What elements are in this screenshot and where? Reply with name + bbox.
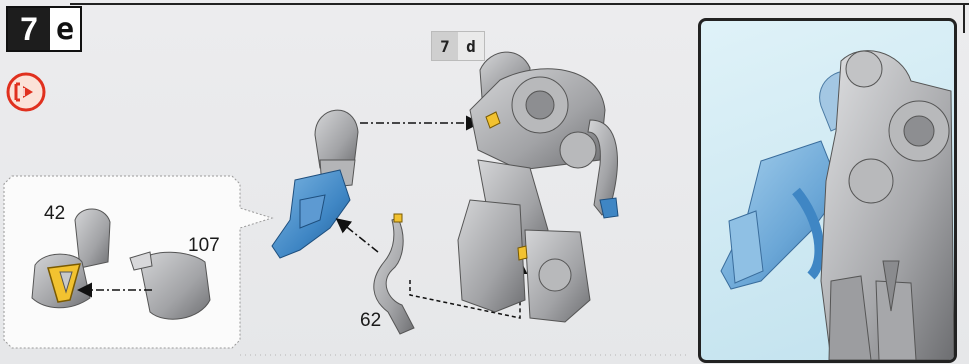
part-label-62: 62 xyxy=(360,310,381,332)
assembly-arrow-hose-to-arm xyxy=(338,220,378,252)
result-illustration xyxy=(701,21,954,360)
arm-assembly xyxy=(272,110,358,258)
part-label-42: 42 xyxy=(44,203,65,225)
result-inset xyxy=(698,18,957,363)
robot-body xyxy=(458,52,618,322)
part-label-107: 107 xyxy=(188,235,220,257)
